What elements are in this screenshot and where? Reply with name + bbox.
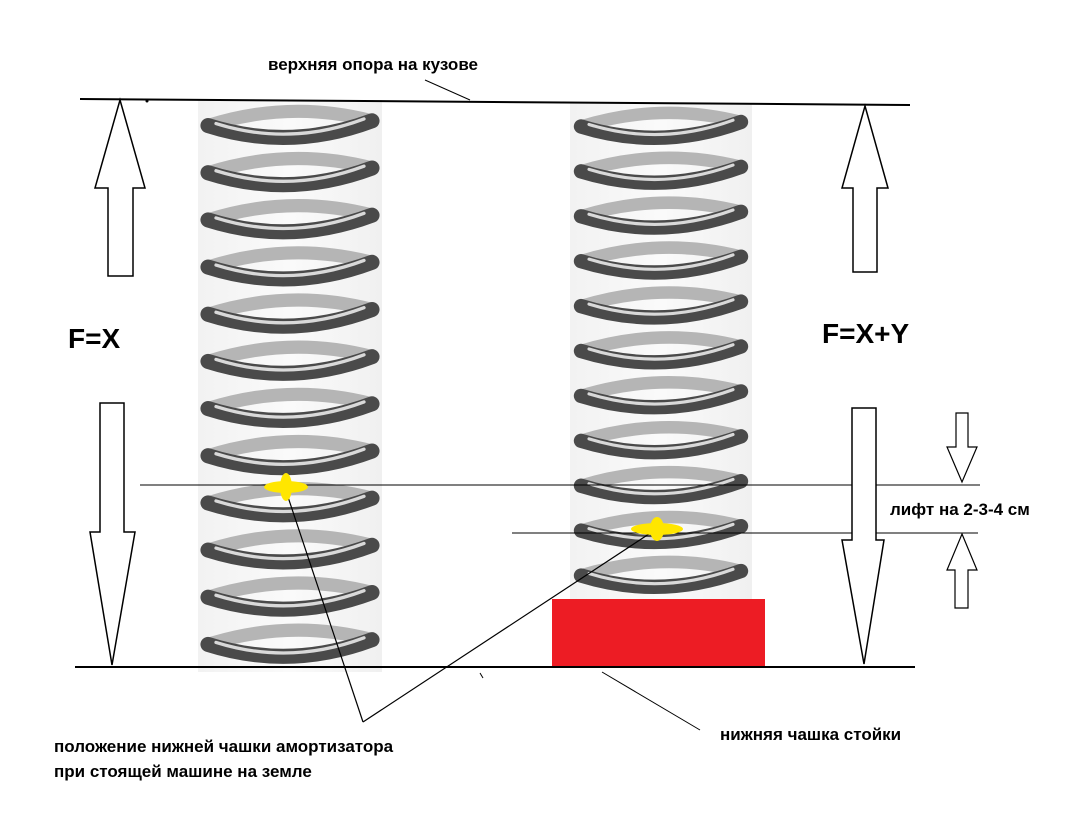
shock-cup-label-line1: положение нижней чашки амортизатора [54, 737, 394, 756]
spring-coil-highlight [587, 298, 735, 316]
spring-coil-front [200, 301, 380, 334]
top-mount-label: верхняя опора на кузове [268, 55, 479, 74]
spring-coil-front [200, 254, 380, 287]
right-up-arrow-icon [841, 103, 889, 273]
spring-coil-front [200, 584, 380, 617]
spring-coil-highlight [214, 636, 366, 655]
lift-down-arrow-icon [946, 412, 978, 484]
spring-coil-front [200, 113, 380, 145]
shock-cup-leader-right [362, 529, 656, 723]
spring-coil-front [200, 349, 380, 381]
strut-cup-label: нижняя чашка стойки [720, 725, 902, 744]
spring-coil-highlight [214, 588, 366, 608]
spring-coil-back [574, 420, 748, 448]
spring-coil-front [573, 339, 749, 370]
spring-coil-front [573, 429, 749, 460]
spring-coil-back [574, 286, 748, 313]
strut-cup-leader [601, 671, 701, 731]
spring-coil-highlight [214, 305, 366, 325]
spring-coil-highlight [214, 117, 366, 136]
spring-coil-back [574, 465, 748, 493]
spring-coil-highlight [587, 343, 735, 361]
spring-coil-front [200, 490, 380, 523]
shock-cup-label-line2: при стоящей машине на земле [54, 762, 312, 781]
spring-coil-highlight [214, 258, 366, 278]
spring-coil-back [201, 246, 379, 274]
spring-coil-back [574, 241, 748, 268]
left-down-arrow-icon [89, 402, 136, 666]
spring-coil-back [574, 106, 748, 133]
spring-coil-front [573, 384, 749, 415]
spring-coil-front [573, 294, 749, 325]
spring-coil-front [200, 396, 380, 428]
spring-coil-front [200, 537, 380, 570]
spring-coil-highlight [587, 567, 735, 586]
spring-coil-back [201, 340, 379, 369]
spring-coil-back [201, 199, 379, 227]
spring-coil-highlight [587, 388, 735, 406]
spring-coil-front [200, 443, 380, 476]
spring-coil-front [573, 518, 749, 550]
spring-coil-front [200, 632, 380, 664]
spring-coil-back [574, 331, 748, 358]
spring-coil-front [573, 204, 749, 235]
spring-coil-back [201, 387, 379, 416]
spring-coil-highlight [214, 164, 366, 183]
force-left-label: F=X [68, 323, 121, 354]
right-down-arrow-icon [841, 407, 885, 665]
spring-coil-highlight [587, 253, 735, 271]
top-mount-leader [424, 79, 471, 101]
spring-coil-back [201, 434, 379, 463]
spring-coil-back [574, 555, 748, 582]
spring-coil-front [573, 563, 749, 595]
spring-coil-highlight [214, 447, 366, 466]
force-right-label: F=X+Y [822, 318, 910, 349]
spring-coil-front [573, 474, 749, 505]
spring-coil-highlight [214, 541, 366, 561]
lift-label: лифт на 2-3-4 см [890, 500, 1030, 519]
spring-coil-back [201, 293, 379, 321]
spring-coil-back [201, 529, 379, 557]
cup-marker-right [631, 517, 683, 541]
spring-coil-back [574, 196, 748, 223]
spring-coil-front [573, 159, 749, 190]
spring-coil-highlight [214, 400, 366, 419]
spring-coil-highlight [587, 208, 735, 226]
spring-coil-highlight [214, 353, 366, 372]
spring-coil-front [573, 114, 749, 145]
left-up-arrow-icon [94, 97, 146, 277]
spring-coil-front [573, 249, 749, 280]
spring-coil-back [201, 104, 379, 133]
spring-coil-back [201, 623, 379, 652]
lift-up-arrow-icon [946, 532, 978, 609]
spring-coil-highlight [214, 494, 366, 514]
spring-coil-front [200, 160, 380, 193]
lift-spacer [552, 599, 765, 666]
spring-coil-highlight [587, 432, 735, 451]
spring-coil-highlight [214, 211, 366, 231]
spring-coil-front [200, 207, 380, 240]
spring-coil-back [201, 576, 379, 604]
spring-coil-back [574, 510, 748, 537]
spring-coil-back [574, 376, 748, 403]
spring-coil-highlight [587, 118, 735, 137]
spring-coil-highlight [587, 163, 735, 182]
cup-marker-left [264, 473, 308, 501]
right-spring [573, 106, 749, 595]
shock-cup-leader-left [284, 487, 364, 723]
spring-coil-back [574, 151, 748, 178]
spring-coil-back [201, 151, 379, 180]
top-mount-line [79, 98, 911, 106]
